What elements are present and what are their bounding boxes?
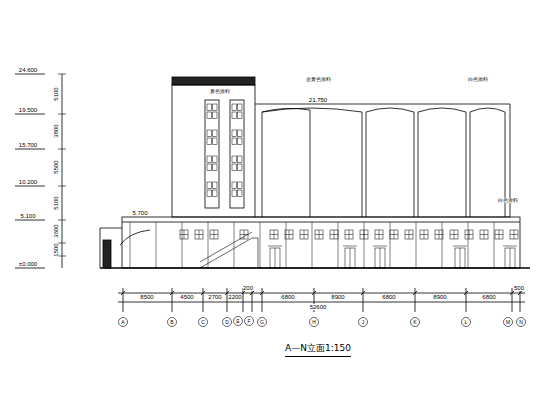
axis-bubble: H [309, 317, 319, 327]
axis-bubble: M [503, 317, 513, 327]
main-hall [255, 104, 510, 217]
axis-letter: M [503, 317, 513, 327]
axis-bubble: L [461, 317, 471, 327]
dimension-text: 2700 [208, 294, 221, 300]
dimension-text: 52600 [310, 304, 327, 310]
axis-letter: L [461, 317, 471, 327]
level-label: 24.600 [19, 67, 37, 73]
dimension-text: 4500 [180, 294, 193, 300]
dimension-text: 5100 [53, 87, 59, 100]
tower [172, 77, 255, 217]
dimension-text: 500 [514, 285, 524, 291]
podium [100, 217, 520, 268]
drawing-title: A—N立面1:150 [285, 342, 351, 357]
axis-letter: G [257, 317, 267, 327]
axis-bubble: A [118, 317, 128, 327]
level-label: 21.750 [309, 97, 327, 103]
dimension-line [118, 288, 525, 312]
axis-bubble: C [198, 317, 208, 327]
axis-bubble: D [222, 317, 232, 327]
axis-bubble: B [167, 317, 177, 327]
ramp [200, 232, 258, 268]
dimension-text: 6800 [482, 294, 495, 300]
level-label: ±0.000 [19, 261, 37, 267]
dimension-text: 3800 [53, 124, 59, 137]
dimension-text: 200 [243, 285, 253, 291]
axis-letter: D [222, 317, 232, 327]
dimension-text: 8500 [140, 294, 153, 300]
axis-bubble: E [233, 316, 243, 326]
dimension-text: 3600 [53, 224, 59, 237]
dimension-text: 6800 [382, 294, 395, 300]
axis-letter: N [516, 317, 526, 327]
axis-bubble: K [410, 317, 420, 327]
material-note: 白色涂料 [498, 198, 518, 203]
axis-letter: F [244, 316, 254, 326]
axis-bubble: G [257, 317, 267, 327]
level-label: 5.100 [20, 213, 35, 219]
dimension-text: 1500 [53, 243, 59, 256]
dimension-text: 5100 [53, 196, 59, 209]
axis-letter: C [198, 317, 208, 327]
axis-letter: A [118, 317, 128, 327]
axis-letter: K [410, 317, 420, 327]
axis-bubble: F [244, 316, 254, 326]
axis-letter: J [358, 317, 368, 327]
level-marks [15, 74, 66, 268]
dimension-text: 8900 [433, 294, 446, 300]
axis-letter: E [233, 316, 243, 326]
axis-bubble: N [516, 317, 526, 327]
level-label: 10.200 [19, 179, 37, 185]
window-pattern [130, 104, 518, 268]
level-label: 15.700 [19, 142, 37, 148]
material-note: 黄色涂料 [210, 89, 230, 94]
material-note: 白色涂料 [468, 77, 488, 82]
axis-letter: H [309, 317, 319, 327]
axis-letter: B [167, 317, 177, 327]
dimension-text: 2200 [228, 294, 241, 300]
level-label: 19.500 [19, 107, 37, 113]
dimension-text: 8900 [331, 294, 344, 300]
material-note: 金黄色涂料 [306, 77, 331, 82]
level-label: 5.700 [132, 210, 147, 216]
axis-bubble: J [358, 317, 368, 327]
dimension-text: 5500 [53, 160, 59, 173]
dimension-text: 6800 [281, 294, 294, 300]
